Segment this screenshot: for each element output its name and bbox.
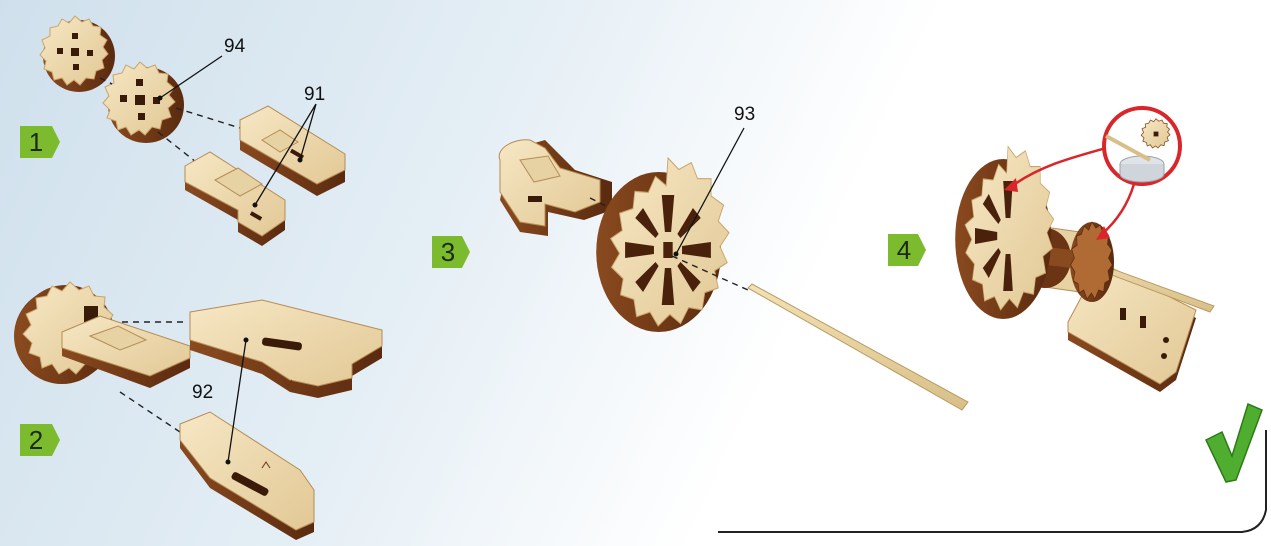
- part-label-93: 93: [734, 104, 755, 126]
- frame-border: [718, 430, 1266, 532]
- wooden-axle-stick: [748, 284, 968, 410]
- step3-assembly: [499, 128, 968, 410]
- step-1-number: 1: [20, 124, 52, 160]
- part-label-94: 94: [224, 36, 245, 58]
- gear-part-94: [103, 62, 184, 143]
- step-4-number: 4: [888, 232, 920, 268]
- glue-pot-icon: [1104, 108, 1180, 184]
- step-3-number: 3: [432, 234, 464, 270]
- step2-assembly: [14, 282, 382, 540]
- step-2-badge: 2: [20, 422, 64, 458]
- step-1-badge: 1: [20, 124, 64, 160]
- gear-part-93: [596, 158, 729, 332]
- step-2-number: 2: [20, 422, 52, 458]
- part-92-lower: [180, 412, 314, 540]
- step-3-badge: 3: [432, 234, 476, 270]
- step-4-badge: 4: [888, 232, 932, 268]
- part-label-92: 92: [192, 382, 213, 404]
- step-badges: [20, 126, 926, 456]
- big-gear-assembled: [955, 146, 1053, 319]
- step4-assembly: [955, 108, 1214, 392]
- part-92-upper: [190, 300, 382, 398]
- step1-assembly: [40, 16, 345, 246]
- holder-subassembly: [499, 140, 612, 236]
- checkmark-icon: [1206, 404, 1262, 482]
- part-label-91: 91: [304, 84, 325, 106]
